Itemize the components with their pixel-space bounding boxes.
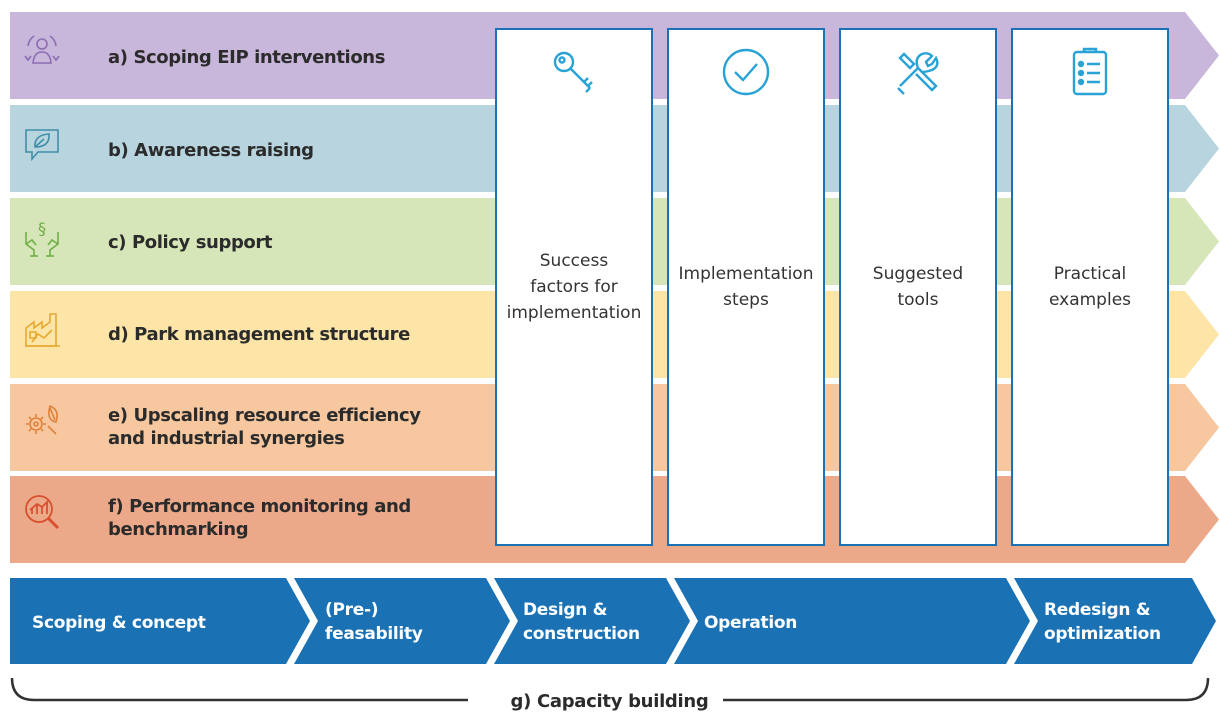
phase-label: Design & construction: [523, 600, 640, 644]
phase-chevron: [674, 578, 1030, 664]
success-factors-column: Success factors for implementation: [495, 28, 653, 546]
phase-label: Redesign & optimization: [1044, 600, 1161, 644]
column-label: Implementation steps: [678, 264, 814, 310]
project-phases-bar: [10, 578, 1216, 664]
key-icon: [548, 46, 600, 98]
phase-label: (Pre-) feasability: [325, 600, 423, 644]
checkmark-circle-icon: [720, 46, 772, 98]
magnifier-chart-icon: [22, 492, 62, 532]
checklist-icon: [1064, 46, 1116, 98]
theme-label-c: c) Policy support: [108, 232, 273, 253]
phase-label: Scoping & concept: [32, 613, 206, 633]
phase-label: Operation: [704, 613, 798, 633]
theme-label-a: a) Scoping EIP interventions: [108, 47, 386, 68]
phase-chevron: [494, 578, 690, 664]
tools-icon: [892, 46, 944, 98]
factory-chart-icon: [22, 310, 62, 350]
theme-label-b: b) Awareness raising: [108, 140, 314, 161]
gears-leaf-icon: [22, 400, 62, 440]
implementation-steps-column: Implementation steps: [667, 28, 825, 546]
capacity-building-bracket: [10, 677, 1210, 702]
theme-label-e: e) Upscaling resource efficiency and ind…: [108, 405, 421, 449]
practical-examples-column: Practical examples: [1011, 28, 1169, 546]
suggested-tools-column: Suggested tools: [839, 28, 997, 546]
leaf-speech-bubble-icon: [22, 125, 62, 165]
theme-label-f: f) Performance monitoring and benchmarki…: [108, 496, 411, 540]
column-label: Suggested tools: [872, 264, 964, 310]
phase-chevron: [10, 578, 310, 664]
svg-text:§: §: [38, 219, 46, 238]
phase-chevron: [294, 578, 510, 664]
column-label: Practical examples: [1048, 264, 1132, 310]
column-label: Success factors for implementation: [506, 251, 642, 323]
people-cycle-icon: [22, 30, 62, 70]
capacity-building-label: g) Capacity building: [0, 690, 1219, 714]
phase-chevron: [1014, 578, 1216, 664]
hands-paragraph-icon: §: [22, 218, 62, 258]
theme-label-d: d) Park management structure: [108, 324, 410, 345]
